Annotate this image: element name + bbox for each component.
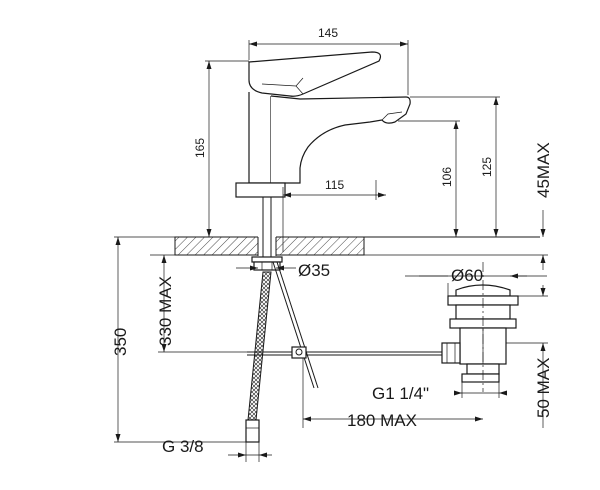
countertop — [174, 236, 540, 256]
dimension-180max: 180 MAX — [302, 358, 483, 430]
dimension-g38: G 3/8 — [162, 436, 272, 462]
dim-g114-label: G1 1/4" — [372, 384, 429, 403]
mounting-nut — [253, 261, 281, 271]
dim-350-label: 350 — [111, 328, 130, 356]
dimension-50max: 50 MAX — [506, 285, 553, 428]
dimension-dia60: Ø60 — [405, 266, 527, 296]
faucet-spout — [270, 95, 411, 184]
dimension-dia35: Ø35 — [236, 261, 330, 280]
dimension-145: 145 — [248, 26, 409, 95]
rod-clamp — [291, 346, 307, 359]
hose-connector — [245, 419, 260, 443]
faucet-body — [235, 51, 411, 198]
dimension-115: 115 — [282, 178, 386, 252]
dim-165-label: 165 — [193, 138, 207, 158]
drain-assembly — [441, 284, 519, 383]
faucet-base — [235, 182, 286, 198]
mounting-assembly — [251, 197, 283, 271]
drain-tail-thread — [461, 373, 500, 383]
dim-50max-label: 50 MAX — [534, 358, 553, 418]
dim-g38-label: G 3/8 — [162, 437, 204, 456]
dim-180max-label: 180 MAX — [347, 411, 417, 430]
dim-125-label: 125 — [480, 157, 494, 177]
dim-145-label: 145 — [318, 26, 338, 40]
hose-braid — [247, 271, 272, 421]
mounting-washer — [251, 256, 283, 263]
dim-115-label: 115 — [325, 178, 344, 192]
popup-rod — [247, 261, 442, 389]
dimension-125: 125 — [410, 96, 500, 237]
dim-dia60-label: Ø60 — [451, 266, 483, 285]
dim-45max-label: 45MAX — [534, 142, 553, 198]
pivot-housing — [441, 342, 461, 364]
faucet-column — [248, 92, 272, 184]
dimension-g114: G1 1/4" — [372, 382, 507, 403]
dimension-330max: 330 MAX — [150, 254, 247, 353]
dimension-106: 106 — [398, 120, 460, 237]
lever-handle — [248, 51, 382, 97]
dim-dia35-label: Ø35 — [298, 261, 330, 280]
flex-hose — [245, 271, 272, 443]
dim-330max-label: 330 MAX — [156, 276, 175, 346]
dimension-45max: 45MAX — [364, 142, 553, 270]
dimension-350: 350 — [111, 236, 246, 443]
dim-106-label: 106 — [440, 167, 454, 187]
drain-cap — [455, 284, 511, 297]
dimension-165: 165 — [193, 60, 249, 237]
